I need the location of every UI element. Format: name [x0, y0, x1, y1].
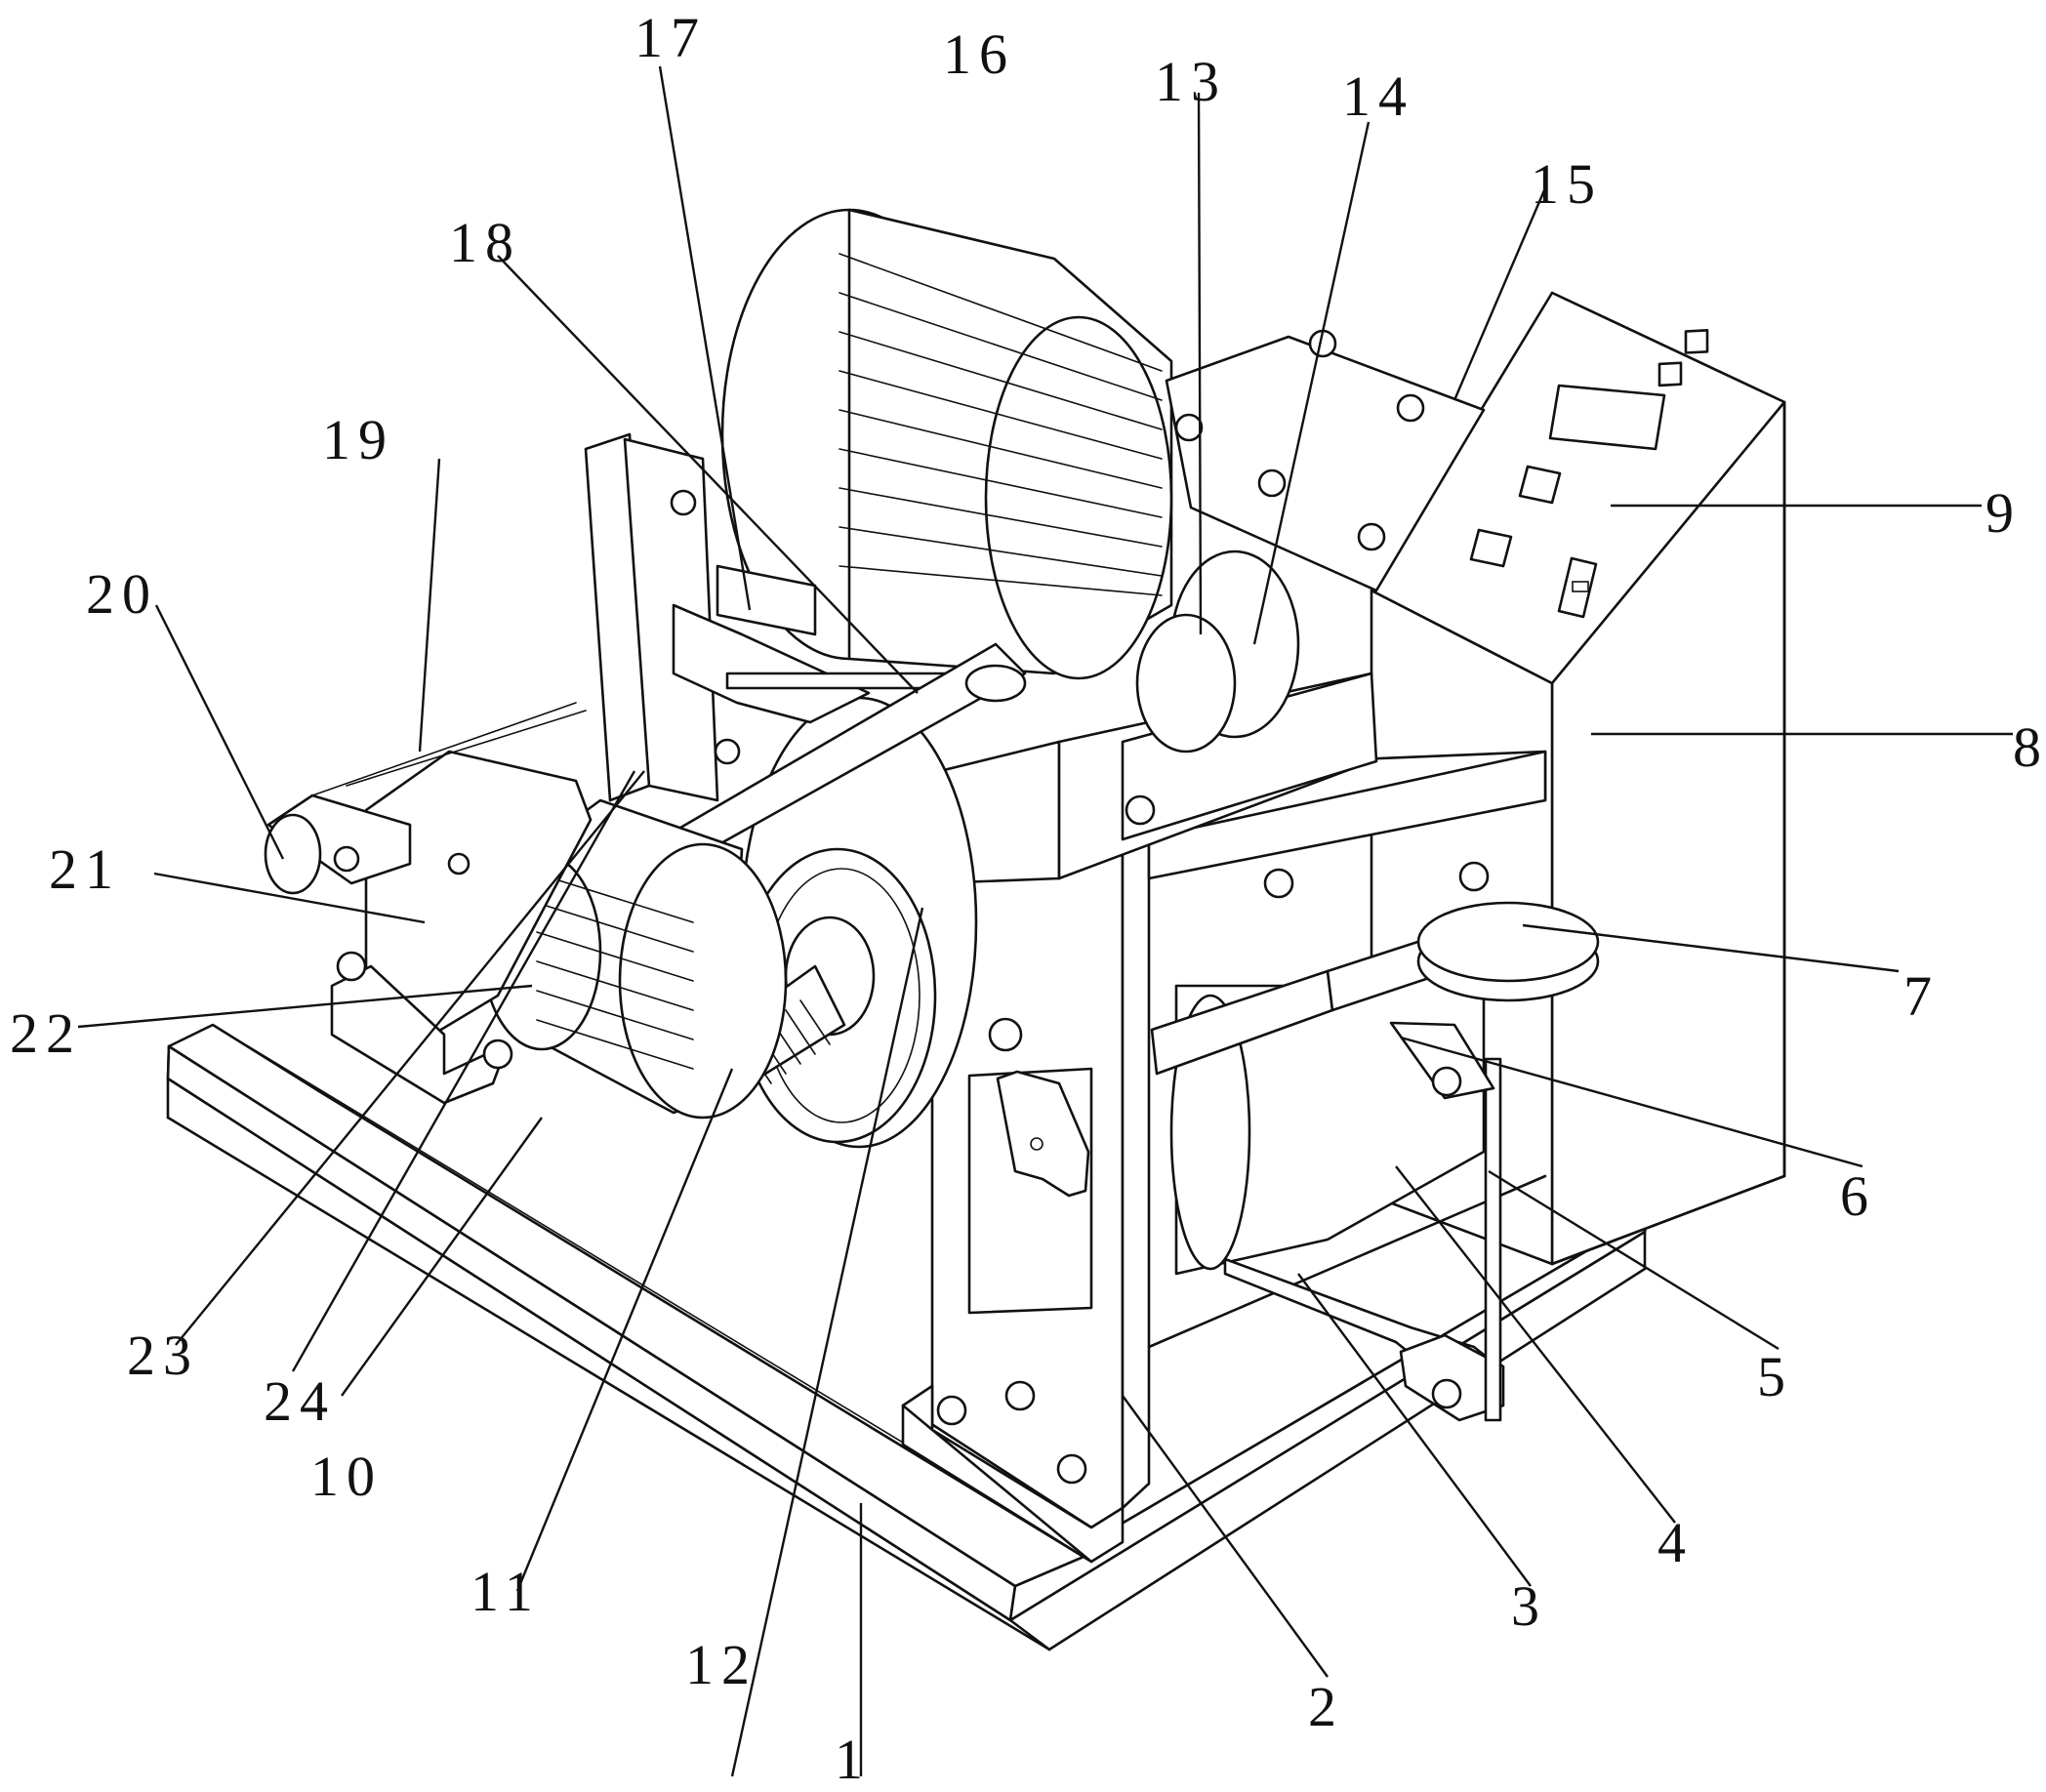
label-13: 13 — [1155, 50, 1227, 113]
label-18: 18 — [449, 211, 521, 274]
label-3: 3 — [1511, 1574, 1539, 1638]
label-5: 5 — [1757, 1345, 1785, 1408]
label-23: 23 — [127, 1324, 199, 1387]
label-16: 16 — [943, 22, 1015, 86]
label-15: 15 — [1531, 152, 1603, 216]
label-9: 9 — [1985, 481, 2014, 545]
label-11: 11 — [471, 1560, 541, 1623]
label-14: 14 — [1342, 64, 1414, 128]
label-10: 10 — [310, 1445, 383, 1508]
label-7: 7 — [1903, 964, 1932, 1028]
label-2: 2 — [1308, 1675, 1336, 1738]
label-22: 22 — [10, 1001, 82, 1065]
label-8: 8 — [2013, 715, 2041, 779]
label-4: 4 — [1657, 1511, 1686, 1574]
label-12: 12 — [685, 1633, 757, 1696]
label-24: 24 — [264, 1369, 336, 1433]
label-20: 20 — [86, 562, 158, 626]
label-19: 19 — [322, 408, 394, 471]
label-6: 6 — [1840, 1164, 1868, 1228]
label-1: 1 — [835, 1728, 863, 1787]
label-17: 17 — [634, 6, 707, 69]
label-21: 21 — [49, 837, 121, 901]
